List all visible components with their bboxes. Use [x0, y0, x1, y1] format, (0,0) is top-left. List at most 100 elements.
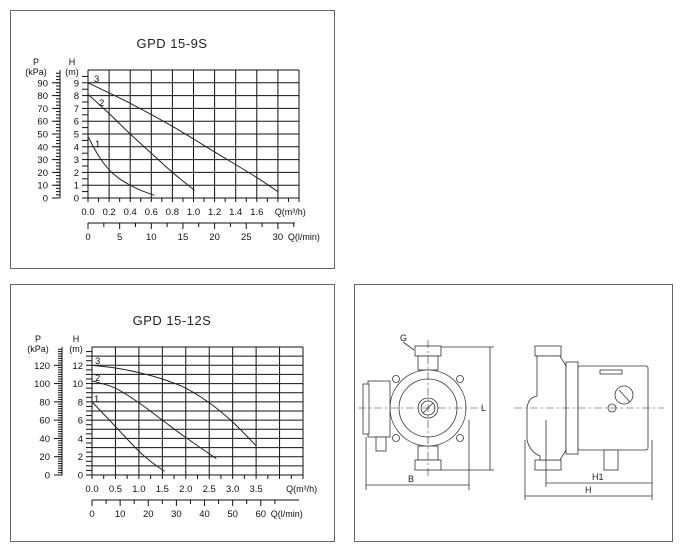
p-tick-label: 50 [37, 130, 48, 141]
motor-rib [599, 369, 623, 375]
terminal-box [367, 380, 391, 438]
h-axis-unit: (m) [69, 344, 83, 354]
p-tick-label: 120 [34, 361, 50, 372]
x2-tick-label: 0 [85, 232, 90, 243]
x2-tick-label: 10 [146, 232, 157, 243]
p-tick-label: 0 [45, 471, 50, 482]
chart-gpd-15-9s: GPD 15-9S01234567890102030405060708090P(… [25, 36, 320, 243]
performance-curve-1 [91, 401, 165, 472]
x-axis-label: Q(m³/h) [286, 484, 317, 494]
p-tick-label: 60 [39, 416, 50, 427]
h-tick-label: 6 [74, 117, 79, 128]
cable-gland [603, 449, 619, 471]
h-tick-label: 9 [74, 78, 79, 89]
x2-tick-label: 30 [273, 232, 284, 243]
x2-tick-label: 25 [241, 232, 252, 243]
h-tick-label: 8 [78, 397, 83, 408]
h-tick-label: 12 [72, 361, 83, 372]
x-tick-label: 0.0 [81, 207, 94, 218]
x-tick-label: 1.2 [208, 207, 221, 218]
p-tick-label: 60 [37, 117, 48, 128]
p-tick-label: 40 [39, 434, 50, 445]
pump-side-view: H1 H [514, 345, 664, 500]
h-tick-label: 4 [78, 434, 83, 445]
h-tick-label: 4 [74, 142, 79, 153]
x2-tick-label: 30 [171, 509, 182, 520]
x2-tick-label: 0 [89, 509, 94, 520]
x2-tick-label: 15 [178, 232, 189, 243]
x-tick-label: 0.6 [145, 207, 158, 218]
performance-curve-2 [91, 380, 217, 459]
outlet-pipe [534, 345, 562, 357]
chart-gpd-15-12s: GPD 15-12S024681012020406080100120P(kPa)… [27, 313, 317, 520]
h-tick-label: 3 [74, 155, 79, 166]
x-tick-label: 3.5 [250, 484, 263, 495]
p-tick-label: 20 [39, 452, 50, 463]
h-axis-label: H [69, 57, 76, 67]
bolt [456, 434, 464, 442]
h-tick-label: 7 [74, 104, 79, 115]
curve-label-1: 1 [94, 394, 99, 405]
p-axis-unit: (kPa) [27, 344, 49, 354]
x-tick-label: 1.4 [229, 207, 242, 218]
x2-tick-label: 5 [117, 232, 122, 243]
x2-tick-label: 50 [227, 509, 238, 520]
x-tick-label: 0.5 [109, 484, 122, 495]
switch-knob [618, 389, 631, 403]
x2-axis-label: Q(l/min) [271, 509, 303, 519]
pump-front-view: L B G [358, 333, 494, 490]
x2-tick-label: 60 [256, 509, 267, 520]
p-tick-label: 10 [37, 181, 48, 192]
x-tick-label: 0.0 [85, 484, 98, 495]
x2-tick-label: 20 [143, 509, 154, 520]
panel-chart-1 [10, 10, 335, 269]
h-tick-label: 6 [78, 416, 83, 427]
curve-label-3: 3 [94, 74, 99, 85]
x-tick-label: 3.0 [226, 484, 239, 495]
curve-label-2: 2 [99, 98, 104, 109]
x-axis-label: Q(m³/h) [275, 207, 306, 217]
x-tick-label: 0.8 [166, 207, 179, 218]
bolt [392, 434, 400, 442]
p-tick-label: 80 [37, 91, 48, 102]
x-tick-label: 1.0 [132, 484, 145, 495]
label-b: B [408, 474, 414, 484]
h-axis-unit: (m) [65, 67, 79, 77]
h-tick-label: 2 [78, 452, 83, 463]
leader-g [402, 341, 415, 351]
p-tick-label: 80 [39, 397, 50, 408]
h-tick-label: 0 [78, 471, 83, 482]
label-h1: H1 [592, 472, 604, 482]
p-tick-label: 100 [34, 379, 50, 390]
performance-curve-1 [87, 136, 155, 196]
p-axis-unit: (kPa) [25, 67, 47, 77]
chart-title: GPD 15-9S [137, 36, 208, 51]
p-tick-label: 30 [37, 155, 48, 166]
h-tick-label: 8 [74, 91, 79, 102]
curve-label-3: 3 [95, 356, 100, 367]
x-tick-label: 1.6 [250, 207, 263, 218]
cable-gland [375, 436, 387, 452]
p-axis-label: P [35, 334, 41, 344]
h-tick-label: 0 [74, 194, 79, 205]
p-tick-label: 90 [37, 78, 48, 89]
label-g: G [400, 333, 407, 343]
h-tick-label: 1 [74, 181, 79, 192]
x-tick-label: 1.5 [156, 484, 169, 495]
performance-curve-3 [87, 82, 279, 193]
x2-tick-label: 10 [115, 509, 126, 520]
h-tick-label: 2 [74, 168, 79, 179]
bolt [392, 375, 400, 383]
h-axis-label: H [73, 334, 80, 344]
h-tick-label: 10 [72, 379, 83, 390]
x2-tick-label: 20 [209, 232, 220, 243]
x2-axis-label: Q(l/min) [288, 232, 320, 242]
x-tick-label: 2.5 [203, 484, 216, 495]
curve-label-2: 2 [95, 373, 100, 384]
p-tick-label: 0 [43, 194, 48, 205]
p-tick-label: 20 [37, 168, 48, 179]
terminal-cover [362, 383, 370, 435]
x-tick-label: 0.4 [124, 207, 137, 218]
x-tick-label: 0.2 [102, 207, 115, 218]
